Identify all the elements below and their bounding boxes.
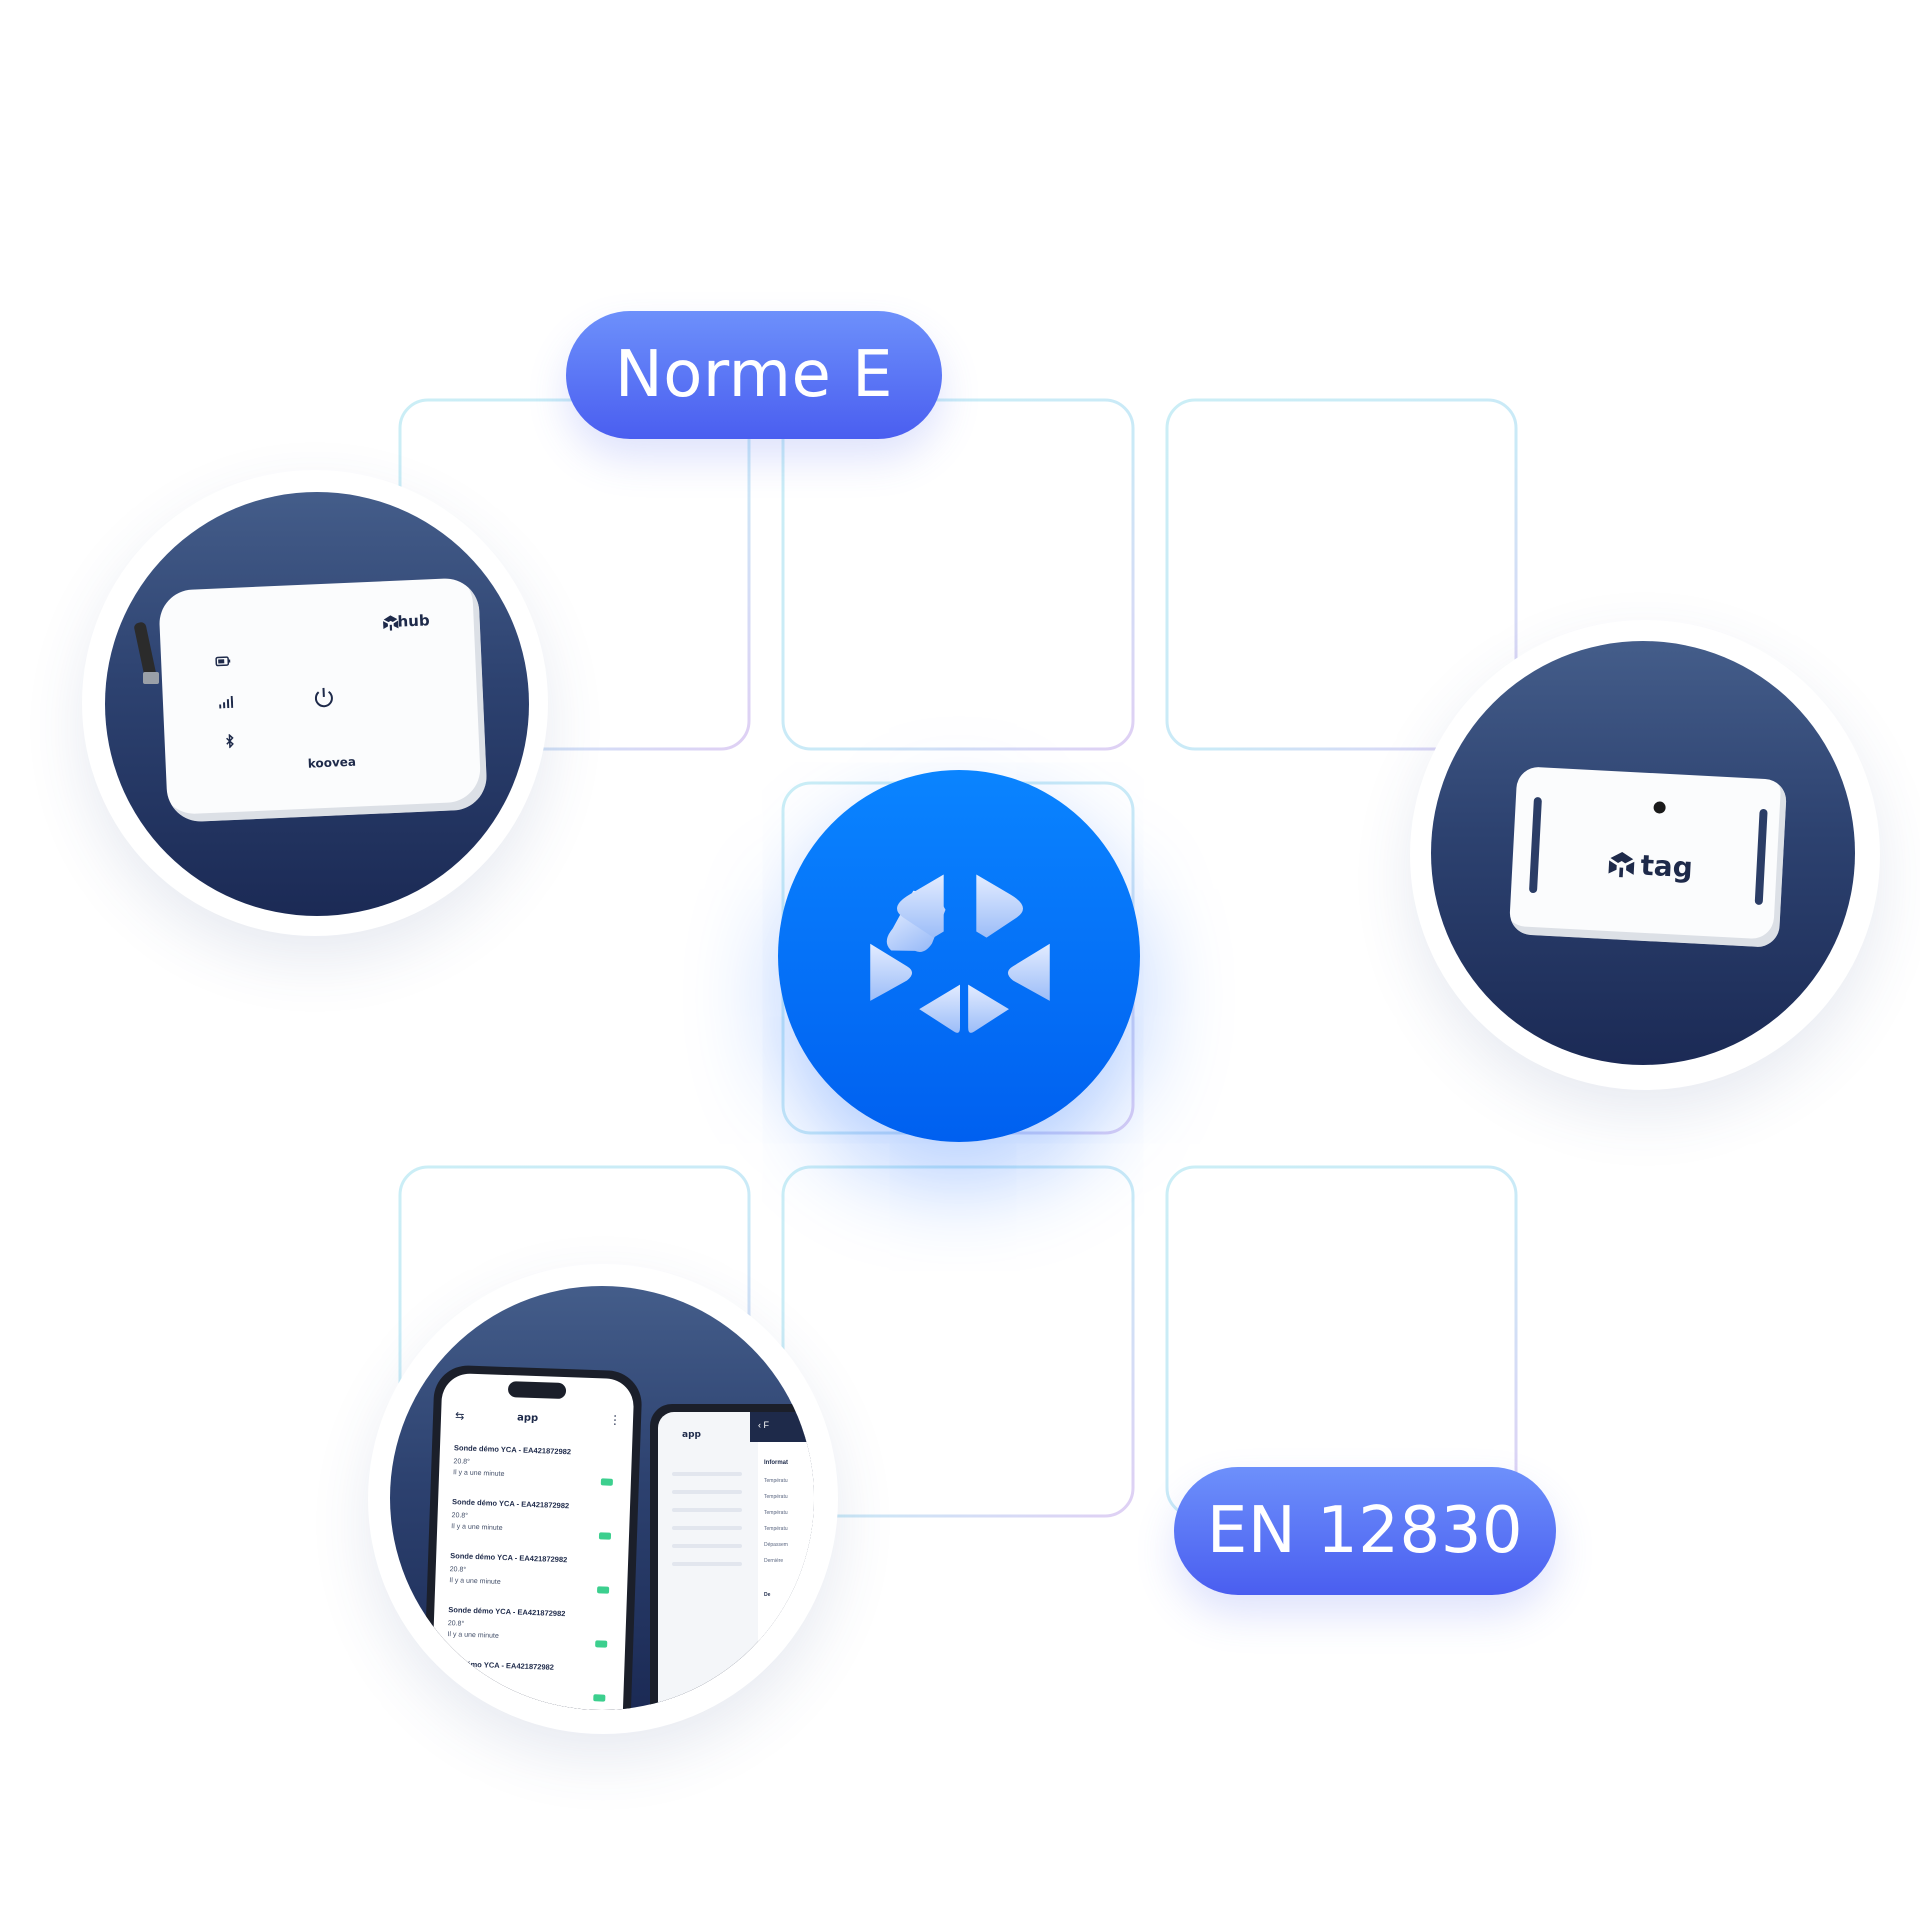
koovea-logo-badge: [778, 770, 1140, 1142]
hub-image: hub koovea: [105, 492, 529, 916]
tablet-panel-header: ‹ F: [750, 1412, 814, 1442]
power-icon: [314, 687, 333, 708]
list-item: Sonde démo YCA - EA421872982 20.8° Il y …: [449, 1551, 611, 1609]
tablet-panel-item: Températu: [764, 1510, 788, 1516]
phone-app-title: app: [516, 1412, 539, 1425]
signal-icon: [219, 695, 234, 709]
tablet-panel-item: Températu: [764, 1494, 788, 1500]
battery-icon: [215, 656, 231, 667]
status-badge: [596, 1586, 610, 1594]
tablet-panel-item: Températu: [764, 1478, 788, 1484]
more-icon: ⋮: [608, 1412, 622, 1428]
brand-text: koovea: [307, 754, 357, 771]
tablet-panel-footer: De: [764, 1592, 771, 1598]
koovea-logo-icon: [870, 874, 1050, 1033]
status-badge: [595, 1640, 608, 1648]
tablet-panel-item: Températu: [764, 1526, 788, 1532]
tablet-app-title: app: [682, 1430, 701, 1440]
list-item: Sonde démo YCA - EA421872982 20.8° Il y …: [450, 1497, 612, 1555]
hub-label: hub: [397, 611, 431, 631]
hub-logo-icon: [383, 615, 399, 631]
hub-device: hub koovea: [158, 577, 488, 823]
status-badge: [600, 1478, 613, 1486]
tablet-panel-item: Dépassem: [764, 1542, 788, 1548]
phone-header: ⇆ app ⋮: [441, 1407, 634, 1436]
bluetooth-icon: [226, 733, 234, 749]
tablet-panel-title: Informat: [764, 1460, 788, 1466]
tag-logo-icon: [1608, 852, 1635, 878]
list-item: émo YCA - EA421872982: [445, 1659, 607, 1710]
phone-mockup: ⇆ app ⋮ Sonde démo YCA - EA421872982 20.…: [421, 1364, 643, 1710]
list-item: Sonde démo YCA - EA421872982 20.8° Il y …: [447, 1605, 609, 1663]
antenna-icon: [134, 622, 159, 684]
norme-badge: Norme E: [566, 311, 942, 439]
status-badge: [593, 1694, 606, 1702]
status-badge: [598, 1532, 612, 1540]
tag-device: tag: [1508, 766, 1788, 948]
list-item: Sonde démo YCA - EA421872982 20.8° Il y …: [452, 1443, 614, 1501]
tag-image: tag: [1431, 641, 1855, 1065]
tag-label: tag: [1639, 848, 1694, 885]
tablet-panel-item: Dernière: [764, 1558, 784, 1564]
filter-icon: ⇆: [454, 1410, 465, 1423]
app-image: app ‹ F Informat Températu Températu Tem…: [390, 1286, 814, 1710]
en-12830-badge: EN 12830: [1174, 1467, 1556, 1595]
tablet-mockup: app ‹ F Informat Températu Températu Tem…: [650, 1404, 814, 1710]
